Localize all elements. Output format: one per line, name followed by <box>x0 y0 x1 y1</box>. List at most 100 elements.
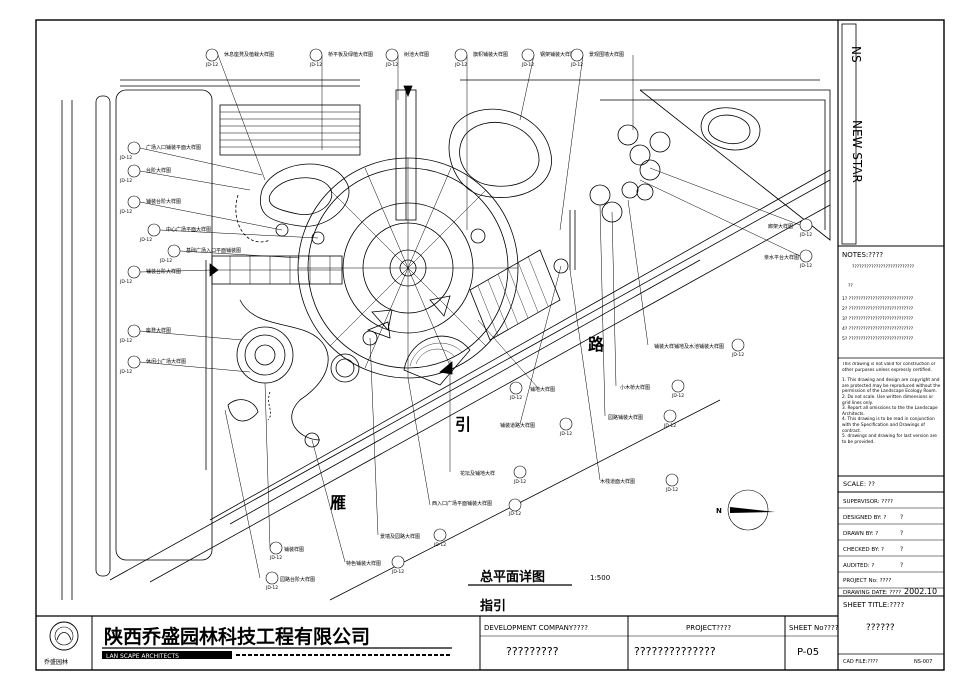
bottom-strip: 乔盛园林 陕西乔盛园林科技工程有限公司 LAN SCAPE ARCHITECTS… <box>44 616 839 670</box>
callout-code: JD-12 <box>665 487 678 493</box>
title-block: NS NEW STAR NOTES:???? ?????????????????… <box>838 23 944 665</box>
callout-text: 旗帜铺装大样图 <box>473 51 508 58</box>
callout-text: 铺装台阶大样图 <box>146 198 181 205</box>
callout-code: JD-12 <box>119 209 132 215</box>
callout: 铺装台阶大样图 JD-12 <box>119 195 181 215</box>
callout: 钢架铺装大样图 JD-12 <box>521 48 575 68</box>
callout: 中心广场平面大样图 JD-12 <box>139 223 211 243</box>
callout-code: JD-12 <box>663 423 676 429</box>
callout-text: 铺地大样图 <box>530 386 555 393</box>
callout-code: JD-12 <box>513 479 526 485</box>
callout-leaders <box>139 54 801 579</box>
callout-code: JD-12 <box>205 62 218 68</box>
callout: 小木桥大样图 JD-12 <box>620 379 685 399</box>
callout-text: 铺装台阶大样图 <box>146 268 181 275</box>
notes-point: 2. Do not scale. Use written dimensions … <box>842 394 934 406</box>
callout: 旗帜铺装大样图 JD-12 <box>454 48 508 68</box>
site-plan <box>61 79 831 601</box>
notes-point: 1. This drawing and design are copyright… <box>842 378 941 395</box>
road-char: 雁 <box>330 493 346 512</box>
callout: 树池大样图 JD-12 <box>385 48 429 68</box>
callout-code: JD-12 <box>139 237 152 243</box>
sheet-title-label: SHEET TITLE:???? <box>843 601 904 609</box>
callout-text: 景观围墙大样图 <box>589 51 624 58</box>
field-label: SUPERVISOR: ???? <box>843 499 893 505</box>
sheet-border <box>35 19 945 671</box>
cad-file-value: NS-007 <box>914 659 932 665</box>
callout-code: JD-12 <box>521 62 534 68</box>
callout-code: JD-12 <box>269 555 282 561</box>
callout-code: JD-12 <box>119 338 132 344</box>
callout-text: 台阶大样图 <box>146 167 171 174</box>
plan-title: 总平面详图 <box>480 569 545 585</box>
callout-text: 桥平板及绿植大样图 <box>328 51 373 58</box>
callout-text: 广场入口铺装平面大样图 <box>146 144 201 151</box>
company-logo-icon: 乔盛园林 <box>44 621 79 666</box>
callout-text: 园路台阶大样图 <box>280 576 315 583</box>
callout-code: JD-12 <box>265 585 278 591</box>
field-value: ? <box>900 514 903 521</box>
callout-code: JD-12 <box>159 258 172 264</box>
callout-code: JD-12 <box>454 62 467 68</box>
callout-code: JD-12 <box>559 431 572 437</box>
callout-code: JD-12 <box>385 62 398 68</box>
callout: 休息座凳及植栽大样图 JD-12 <box>205 48 274 68</box>
notes-point: 3. Report all omissions to the the Lands… <box>842 406 938 417</box>
callout-text: 钢架铺装大样图 <box>540 51 575 58</box>
callout-text: 园路铺装大样图 <box>608 414 643 421</box>
company-name-en-bar <box>102 651 232 659</box>
callout-text: 基础广场入口平面铺装图 <box>186 247 241 254</box>
cad-file-label: CAD FILE:???? <box>843 659 878 665</box>
plan-subtitle: 指引 <box>480 598 506 614</box>
notes-line: 4? ??????????????????????????? <box>842 326 914 332</box>
callout-text: 树池大样图 <box>404 51 429 58</box>
north-arrow-icon: N <box>716 489 775 531</box>
callout: 园路铺装大样图 JD-12 <box>608 409 677 429</box>
scale-label: SCALE: ?? <box>843 480 875 488</box>
callout: 基础广场入口平面铺装图 JD-12 <box>159 244 241 264</box>
notes-line: ?????????????????????????? <box>852 264 915 270</box>
field-label: DRAWN BY: ? <box>843 531 878 537</box>
callout-text: 休息座凳及植栽大样图 <box>224 51 274 58</box>
road-char: 引 <box>455 415 471 434</box>
notes-line: ?? <box>848 283 853 289</box>
field-value: 2002.10 <box>904 587 937 596</box>
north-label: N <box>716 507 722 515</box>
callout: 景观围墙大样图 JD-12 <box>570 48 624 68</box>
company-name-en: LAN SCAPE ARCHITECTS <box>106 653 179 660</box>
field-label: DESIGNED BY: ? <box>843 515 886 521</box>
callout-code: JD-12 <box>570 62 583 68</box>
callout-text: 铺装样图 <box>284 546 304 553</box>
brand-top: NS <box>849 46 863 63</box>
notes-disclaimer: This drawing is not valid for constructi… <box>842 362 936 373</box>
field-label: DRAWING DATE: ???? <box>843 590 901 596</box>
notes-point: 4. This drawing is to be read in conjunc… <box>842 417 935 434</box>
callout-text: 中心广场平面大样图 <box>166 226 211 233</box>
notes-line: 1? ??????????????????????????? <box>842 296 914 302</box>
callout-text: 铺装大样铺地及水池铺装大样图 <box>654 343 724 350</box>
callout-code: JD-12 <box>509 395 522 401</box>
callout-text: 休闲小广场大样图 <box>146 358 186 365</box>
project-value: ?????????????? <box>634 645 716 658</box>
callout-text: 花坛及铺地大样 <box>460 470 495 477</box>
callout-code: JD-12 <box>671 393 684 399</box>
callout-text: 特色铺装大样图 <box>346 560 381 567</box>
field-value: ? <box>900 562 903 569</box>
callout-text: 景墙及园路大样图 <box>380 533 420 540</box>
callout-text: 小木桥大样图 <box>620 384 650 391</box>
notes-line: 5? ??????????????????????????? <box>842 336 914 342</box>
